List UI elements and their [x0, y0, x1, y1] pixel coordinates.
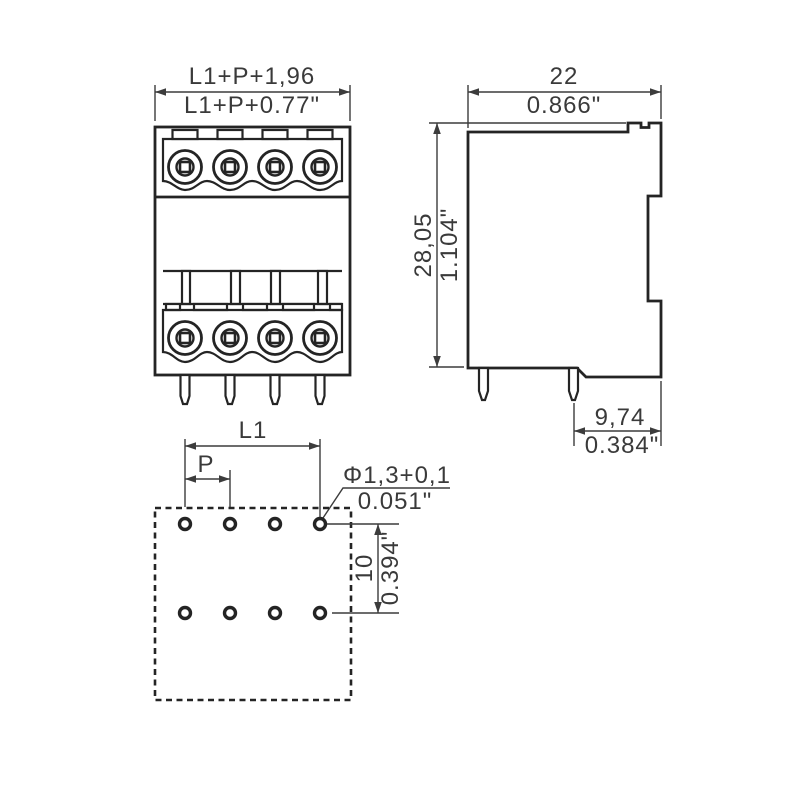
drill-hole: [312, 516, 328, 532]
coding-tab: [216, 128, 244, 141]
side-width-metric-label: 22: [550, 63, 579, 90]
arrowhead-right: [339, 88, 350, 96]
side-width-dimension: 22 0.866": [467, 63, 662, 128]
coding-tab: [261, 128, 289, 141]
side-height-metric-label: 28,05: [410, 212, 437, 277]
side-width-inch-label: 0.866": [527, 92, 602, 119]
side-solder-pins: [477, 366, 580, 402]
hole-diameter-callout: Φ1,3+0,1 0.051": [320, 462, 451, 522]
lower-terminal-row: [167, 320, 338, 356]
arrowhead-down: [433, 356, 441, 367]
front-width-metric-label: L1+P+1,96: [189, 63, 315, 90]
solder-pin: [269, 373, 281, 406]
hole-diameter-metric-label: Φ1,3+0,1: [343, 462, 451, 489]
pitch-label: P: [197, 451, 214, 478]
arrowhead-right: [219, 475, 230, 483]
drill-hole: [267, 605, 283, 621]
row-spacing-dimension: 10 0.394": [327, 523, 404, 614]
pcb-outline-dashed: [153, 506, 353, 702]
hole-diameter-inch-label: 0.051": [358, 488, 433, 515]
solder-pin: [179, 373, 191, 406]
drill-hole: [222, 516, 238, 532]
footprint-l1-dimension: L1: [184, 417, 321, 517]
latch-slot: [180, 269, 192, 306]
front-width-inch-label: L1+P+0.77": [184, 92, 320, 119]
latch-slot: [269, 269, 282, 306]
latch-slot-section: [163, 269, 344, 312]
arrowhead-right: [650, 88, 661, 96]
arrowhead-up: [433, 123, 441, 134]
solder-pin: [567, 366, 580, 402]
coding-tab: [171, 128, 199, 141]
drill-holes: [177, 516, 328, 621]
solder-pin: [477, 366, 490, 402]
coding-tab: [306, 128, 334, 141]
row-spacing-metric-label: 10: [351, 554, 378, 583]
arrowhead-left: [185, 442, 196, 450]
upper-socket-outline: [161, 137, 344, 192]
footprint-pitch-dimension: P: [185, 451, 231, 507]
arrowhead-left: [468, 88, 479, 96]
arrowhead-left: [185, 475, 196, 483]
drill-hole: [312, 605, 328, 621]
leader-line: [320, 487, 450, 522]
drill-hole: [177, 605, 193, 621]
side-pin-offset-dimension: 9,74 0.384": [573, 381, 662, 459]
side-height-inch-label: 1.104": [436, 208, 463, 283]
front-solder-pins: [179, 373, 326, 406]
front-width-dimension: L1+P+1,96 L1+P+0.77": [154, 63, 351, 121]
pin-offset-metric-label: 9,74: [595, 404, 646, 431]
side-view: 22 0.866" 28,05 1.104" 9,74 0.384: [410, 63, 663, 459]
lower-socket-outline: [161, 308, 344, 364]
side-profile-outline: [466, 121, 663, 379]
arrowhead-right: [650, 427, 661, 435]
side-height-dimension: 28,05 1.104": [410, 122, 626, 368]
drill-hole: [267, 516, 283, 532]
front-view-body: [153, 125, 352, 406]
row-spacing-inch-label: 0.394": [377, 531, 404, 606]
arrowhead-up: [374, 524, 382, 535]
arrowhead-left: [574, 427, 585, 435]
drill-hole: [177, 516, 193, 532]
arrowhead-right: [309, 442, 320, 450]
solder-pin: [314, 373, 326, 406]
pin-offset-inch-label: 0.384": [585, 432, 660, 459]
l1-label: L1: [239, 417, 268, 444]
solder-pin: [224, 373, 236, 406]
arrowhead-left: [155, 88, 166, 96]
latch-slot: [316, 269, 329, 306]
front-view: L1+P+1,96 L1+P+0.77": [153, 63, 352, 406]
footprint-view: L1 P Φ1,3+0,1 0.051": [153, 417, 451, 702]
latch-slot: [229, 269, 242, 306]
arrowhead-down: [374, 602, 382, 613]
drill-hole: [222, 605, 238, 621]
upper-terminal-row: [167, 149, 338, 185]
